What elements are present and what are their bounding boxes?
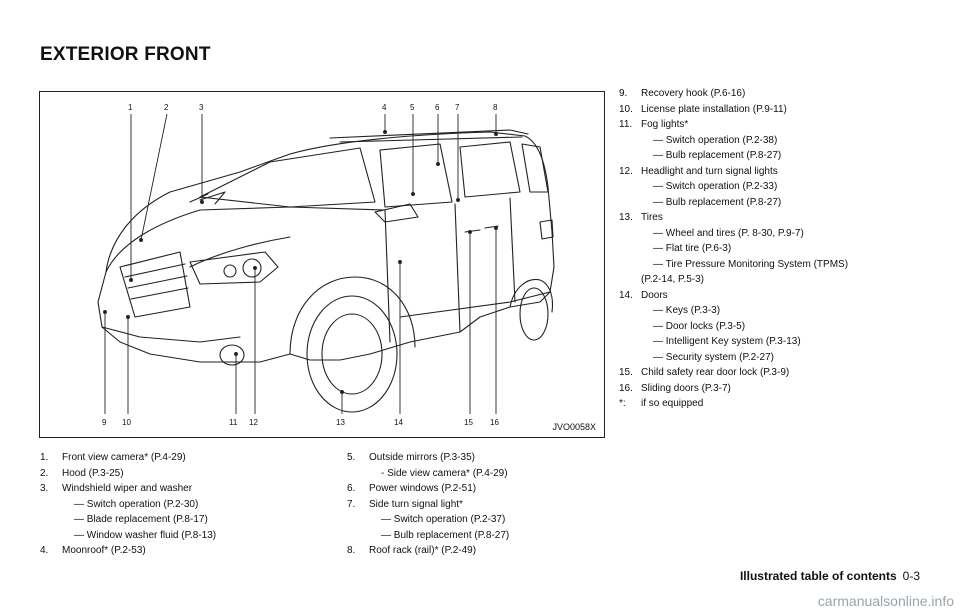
legend-item: 2. Hood (P.3-25) xyxy=(40,466,216,482)
legend-item-text: Doors xyxy=(641,289,668,301)
legend-item-text: Headlight and turn signal lights xyxy=(641,165,778,177)
legend-subitem: — Flat tire (P.6-3) xyxy=(653,243,732,254)
legend-item: 9. Recovery hook (P.6-16) xyxy=(619,86,848,102)
callout-15: 15 xyxy=(464,418,473,427)
legend-item-number: 15. xyxy=(619,367,633,378)
legend-subitem: — Bulb replacement (P.8-27) xyxy=(653,196,782,208)
legend-item-number: 11. xyxy=(619,119,633,130)
legend-list-right: 9. Recovery hook (P.6-16) 10. License plate… xyxy=(619,86,848,412)
legend-item: 16. Sliding doors (P.3-7) xyxy=(619,381,848,397)
legend-subitem: — Bulb replacement (P.8-27) xyxy=(653,150,782,161)
legend-item-text: Windshield wiper and washer xyxy=(62,483,193,494)
legend-subitem: — Keys (P.3-3) xyxy=(653,305,721,316)
callout-labels: 1 2 3 4 5 6 7 8 9 10 11 12 13 14 15 16 xyxy=(102,103,499,427)
legend-subitem: — Intelligent Key system (P.3-13) xyxy=(653,336,801,347)
legend-item-text: License plate installation (P.9-11) xyxy=(641,103,787,115)
legend-item: 7. Side turn signal light* xyxy=(347,497,509,513)
legend-item-text: Power windows (P.2-51) xyxy=(369,483,477,494)
legend-subitem: — Switch operation (P.2-37) xyxy=(381,514,506,525)
legend-item: 10. License plate installation (P.9-11) xyxy=(619,102,848,118)
figure-id: JVO0058X xyxy=(552,422,596,432)
legend-subitem: — Door locks (P.3-5) xyxy=(653,320,746,332)
callout-12: 12 xyxy=(249,418,258,427)
legend-subitem: — Bulb replacement (P.8-27) xyxy=(381,529,510,541)
legend-item: 8. Roof rack (rail)* (P.2-49) xyxy=(347,543,509,559)
legend-item-text: Moonroof* (P.2-53) xyxy=(62,545,146,556)
legend-item: 1. Front view camera* (P.4-29) xyxy=(40,450,216,466)
legend-item-text: Child safety rear door lock (P.3-9) xyxy=(641,367,790,378)
legend-item: 3. Windshield wiper and washer xyxy=(40,481,216,497)
callout-13: 13 xyxy=(336,418,345,427)
page-number: 0-3 xyxy=(902,569,920,583)
legend-item-text: Side turn signal light* xyxy=(369,498,463,510)
legend-subitem: — Wheel and tires (P. 8-30, P.9-7) xyxy=(653,227,804,239)
legend-item-number: 5. xyxy=(347,452,356,463)
legend-item-number: 14. xyxy=(619,289,633,301)
callout-6: 6 xyxy=(435,103,440,112)
legend-item-number: *: xyxy=(619,398,626,409)
legend-list-left: 1. Front view camera* (P.4-29) 2. Hood (P.3… xyxy=(40,450,216,559)
legend-item: 5. Outside mirrors (P.3-35) xyxy=(347,450,509,466)
callout-3: 3 xyxy=(199,103,204,112)
callout-9: 9 xyxy=(102,418,107,427)
legend-subitem: — Switch operation (P.2-38) xyxy=(653,134,778,146)
callout-16: 16 xyxy=(490,418,499,427)
callout-10: 10 xyxy=(122,418,131,427)
callout-8: 8 xyxy=(493,103,498,112)
legend-subitem-continuation: (P.2-14, P.5-3) xyxy=(641,274,705,285)
legend-item-number: 9. xyxy=(619,88,628,99)
legend-item-number: 10. xyxy=(619,103,633,115)
callout-14: 14 xyxy=(394,418,403,427)
legend-item-number: 7. xyxy=(347,498,356,510)
legend-item-number: 8. xyxy=(347,545,356,556)
minivan-drawing: 1 2 3 4 5 6 7 8 9 10 11 12 13 14 15 16 xyxy=(97,103,555,427)
legend-item: 11. Fog lights* xyxy=(619,117,848,133)
legend-subitem: - Side view camera* (P.4-29) xyxy=(381,467,508,479)
legend-item-number: 16. xyxy=(619,382,633,394)
legend-item-text: Tires xyxy=(641,212,663,223)
legend-subitem: — Window washer fluid (P.8-13) xyxy=(74,529,217,541)
legend-item: 4. Moonroof* (P.2-53) xyxy=(40,543,216,559)
legend-item-number: 4. xyxy=(40,545,49,556)
legend-item-text: Roof rack (rail)* (P.2-49) xyxy=(369,545,477,556)
legend-subitem: — Switch operation (P.2-30) xyxy=(74,498,199,510)
callout-11: 11 xyxy=(229,418,238,427)
legend-item-text: Fog lights* xyxy=(641,119,689,130)
legend-item-text: Hood (P.3-25) xyxy=(62,467,124,479)
legend-item-number: 12. xyxy=(619,165,633,177)
page-footer: Illustrated table of contents 0-3 xyxy=(740,569,920,583)
legend-item: *: if so equipped xyxy=(619,396,848,412)
callout-4: 4 xyxy=(382,103,387,112)
callout-7: 7 xyxy=(455,103,460,112)
page-title: EXTERIOR FRONT xyxy=(40,44,211,65)
legend-item-number: 6. xyxy=(347,483,356,494)
legend-item: 14. Doors xyxy=(619,288,848,304)
legend-subitem: — Security system (P.2-27) xyxy=(653,351,774,363)
footer-section-title: Illustrated table of contents xyxy=(739,569,897,583)
callout-2: 2 xyxy=(164,103,169,112)
legend-item-number: 2. xyxy=(40,467,49,479)
watermark: carmanualsonline.info xyxy=(817,593,954,609)
legend-subitem: — Blade replacement (P.8-17) xyxy=(74,514,208,525)
legend-item-text: Recovery hook (P.6-16) xyxy=(641,88,746,99)
legend-item-text: Sliding doors (P.3-7) xyxy=(641,382,731,394)
legend-item-text: Front view camera* (P.4-29) xyxy=(62,452,186,463)
vehicle-illustration: 1 2 3 4 5 6 7 8 9 10 11 12 13 14 15 16 J… xyxy=(39,91,605,438)
legend-item: 6. Power windows (P.2-51) xyxy=(347,481,509,497)
legend-item-number: 1. xyxy=(40,452,49,463)
callout-5: 5 xyxy=(410,103,415,112)
legend-item: 13. Tires xyxy=(619,210,848,226)
callout-1: 1 xyxy=(128,103,133,112)
legend-item-number: 13. xyxy=(619,212,633,223)
legend-item: 15. Child safety rear door lock (P.3-9) xyxy=(619,365,848,381)
legend-item-number: 3. xyxy=(40,483,49,494)
legend-list-middle: 5. Outside mirrors (P.3-35) - Side view ca… xyxy=(347,450,509,559)
legend-subitem: — Switch operation (P.2-33) xyxy=(653,181,778,192)
legend-item: 12. Headlight and turn signal lights xyxy=(619,164,848,180)
legend-item-text: Outside mirrors (P.3-35) xyxy=(369,452,475,463)
legend-subitem: — Tire Pressure Monitoring System (TPMS) xyxy=(653,258,849,270)
legend-item-text: if so equipped xyxy=(641,398,704,409)
